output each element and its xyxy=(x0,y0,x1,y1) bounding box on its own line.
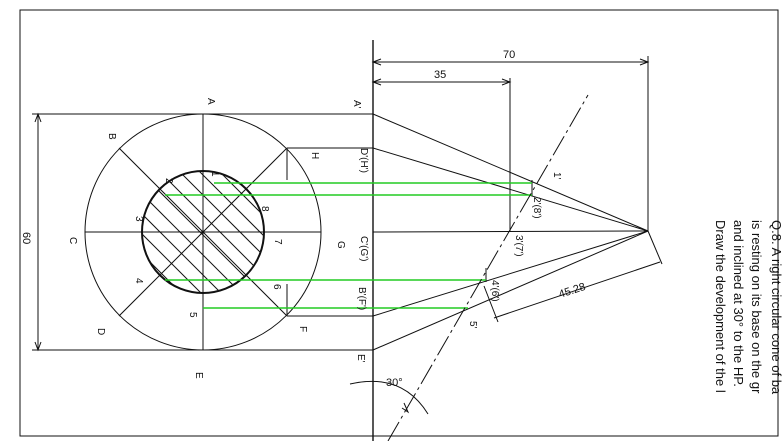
section-hatching xyxy=(142,171,264,293)
generator-e-apex xyxy=(372,230,649,351)
label-q28: 2'(8') xyxy=(531,197,542,219)
projectors xyxy=(203,113,373,351)
cutting-plane-line xyxy=(387,94,589,442)
label-a-prime: A' xyxy=(351,100,362,109)
label-bf: B'(F') xyxy=(356,287,367,310)
problem-line-3: and inclined at 30° to the HP. xyxy=(731,220,746,387)
dim-line-slant xyxy=(493,261,661,319)
label-h: H xyxy=(309,152,320,159)
problem-line-2: is resting on its base on the gr xyxy=(749,220,764,394)
plan-labels: A B C D E F G H 1 2 3 4 5 6 7 8 xyxy=(67,98,346,379)
label-p4: 4 xyxy=(133,278,144,284)
dim-value-70: 70 xyxy=(503,49,515,61)
problem-statement: Q.8. A right circular cone of ba is rest… xyxy=(713,220,784,395)
problem-line-1: Q.8. A right circular cone of ba xyxy=(769,220,784,395)
green-projectors xyxy=(165,182,532,309)
label-q37: 3'(7') xyxy=(513,235,524,257)
diameter-value: 60 xyxy=(20,232,32,244)
slant-dimension xyxy=(483,230,663,323)
label-cg: C'(G') xyxy=(358,236,369,261)
label-c: C xyxy=(67,237,78,244)
label-p5: 5 xyxy=(187,312,198,318)
label-dh: D'(H') xyxy=(358,148,369,173)
label-q1: 1' xyxy=(551,172,562,180)
label-p2: 2 xyxy=(163,178,174,184)
label-p8: 8 xyxy=(259,206,270,212)
angle-indicator xyxy=(349,380,429,415)
problem-line-4: Draw the development of the l xyxy=(713,220,728,393)
label-f: F xyxy=(297,326,308,332)
label-e: E xyxy=(193,372,204,379)
diameter-dimension xyxy=(32,112,203,352)
label-e-prime: E' xyxy=(355,354,366,363)
drawing-frame xyxy=(19,9,779,437)
label-p6: 6 xyxy=(271,284,282,290)
length-dimensions xyxy=(371,56,650,231)
label-b: B xyxy=(106,133,117,140)
label-q5: 5' xyxy=(467,321,478,329)
label-p7: 7 xyxy=(272,239,283,245)
label-d: D xyxy=(95,328,106,335)
label-q46: 4'(6') xyxy=(489,280,500,302)
dim-value-35: 35 xyxy=(434,69,446,81)
elevation-labels: A' D'(H') C'(G') B'(F') E' 1' 2'(8') 3'(… xyxy=(351,100,562,363)
plan-generator-dh xyxy=(118,147,288,317)
angle-value: 30° xyxy=(386,377,403,389)
dim-value-slant: 45.28 xyxy=(557,281,587,301)
label-p3: 3 xyxy=(133,216,144,222)
label-p1: 1 xyxy=(209,171,220,177)
label-a: A xyxy=(205,98,216,105)
label-g: G xyxy=(335,241,346,249)
section-circle xyxy=(141,170,265,294)
plan-view xyxy=(84,113,322,351)
cone-elevation xyxy=(372,78,649,351)
